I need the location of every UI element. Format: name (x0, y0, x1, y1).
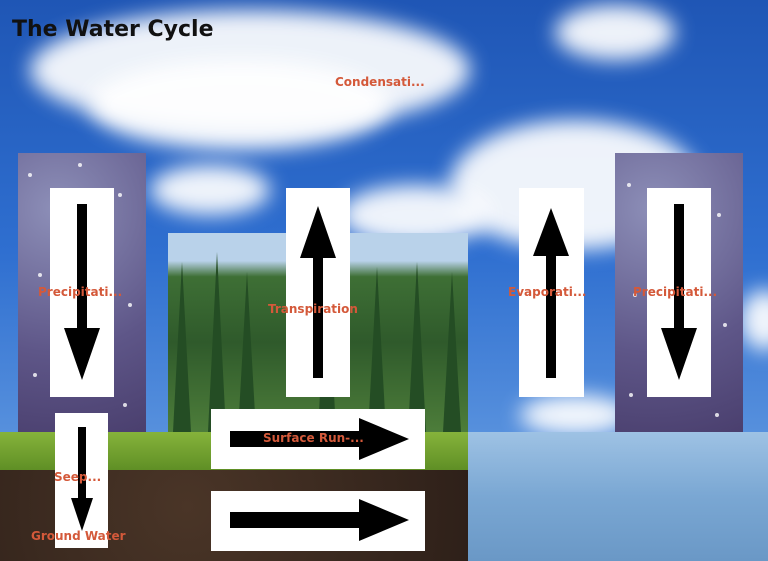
label-ground-water: Ground Water (31, 529, 126, 543)
seepage-arrow-box (55, 413, 108, 548)
transpiration-arrow-box (286, 188, 350, 397)
precipitation-left-arrow-box (50, 188, 114, 397)
slide-title: The Water Cycle (12, 17, 214, 42)
lake-water (468, 432, 768, 561)
evaporation-arrow-box (519, 188, 584, 397)
label-transpiration: Transpiration (268, 302, 358, 316)
surface-runoff-arrow-box (211, 409, 425, 469)
label-surface-runoff: Surface Run-... (263, 431, 364, 445)
arrow-down-icon (64, 204, 100, 380)
label-evaporation: Evaporati... (508, 285, 587, 299)
arrow-down-icon (661, 204, 697, 380)
label-seepage: Seep... (54, 470, 102, 484)
arrow-down-icon (71, 427, 93, 531)
precipitation-right-arrow-box (647, 188, 711, 397)
label-precipitation-right: Precipitati... (633, 285, 718, 299)
groundwater-flow-arrow-box (211, 491, 425, 551)
arrow-right-icon (230, 418, 409, 460)
label-condensation: Condensati... (335, 75, 425, 89)
arrow-up-icon (300, 206, 336, 378)
arrow-up-icon (533, 208, 569, 378)
label-precipitation-left: Precipitati... (38, 285, 123, 299)
arrow-right-icon (230, 499, 409, 541)
